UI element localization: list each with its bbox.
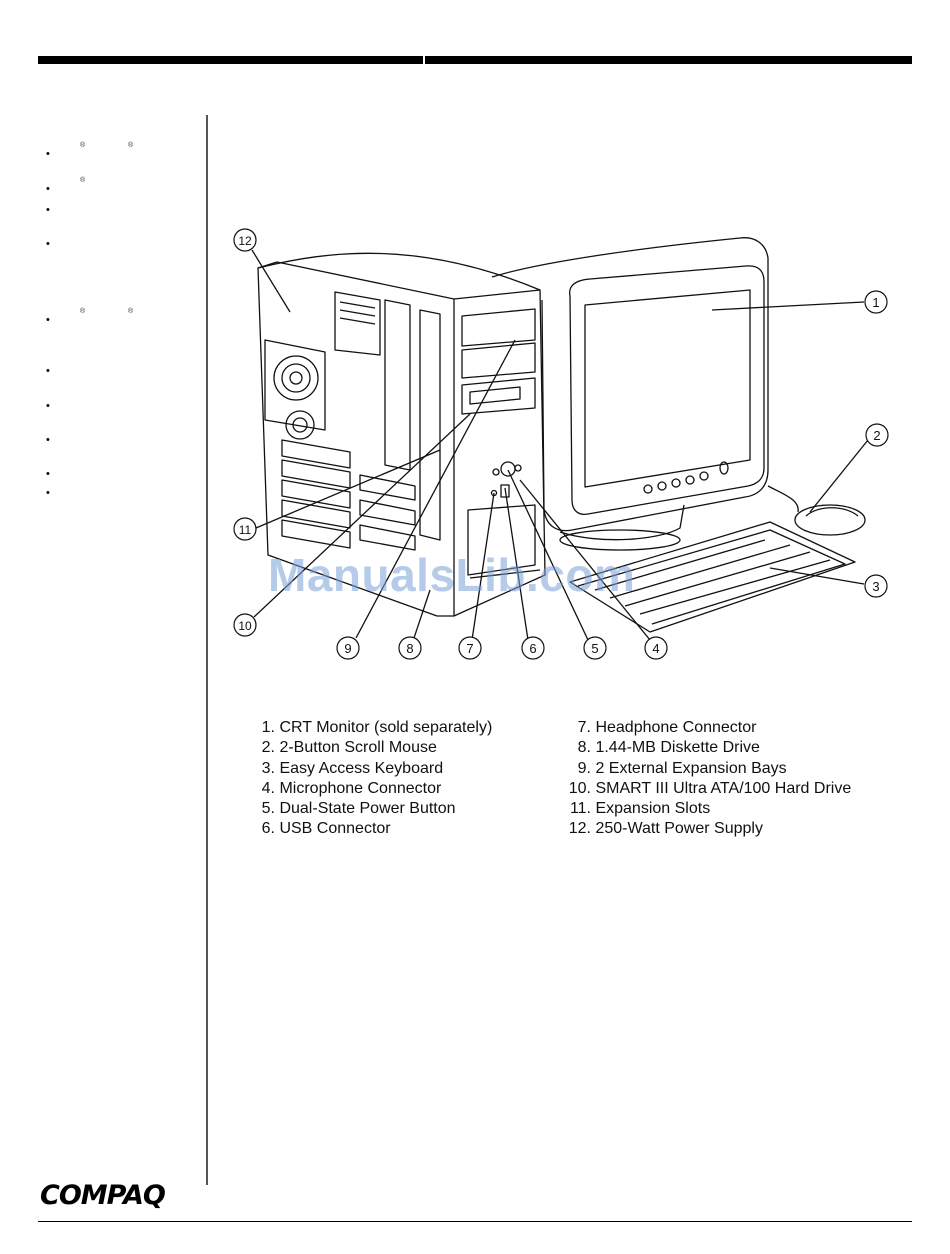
legend-number: 9. xyxy=(577,759,591,777)
callout-12: 12 xyxy=(238,234,252,248)
sidebar-bullet: • xyxy=(46,399,196,415)
legend-list-left: 1. CRT Monitor (sold separately) 2. 2-Bu… xyxy=(256,718,546,840)
registered-mark: ® xyxy=(80,177,86,184)
legend-label: Expansion Slots xyxy=(595,800,711,818)
legend-item: 7. Headphone Connector xyxy=(563,718,903,738)
sidebar-bullet: • ® xyxy=(46,177,196,198)
legend-number: 4. xyxy=(261,779,275,797)
callout-9: 9 xyxy=(344,641,351,656)
legend-item: 12. 250-Watt Power Supply xyxy=(563,819,903,839)
registered-mark: ® xyxy=(128,308,134,315)
legend-number: 2. xyxy=(261,739,275,757)
monitor-screen xyxy=(584,289,751,488)
sidebar-divider xyxy=(206,115,208,1185)
sidebar-bullet-list: • ® ® • ® • • • ® ® • • • • • xyxy=(46,0,196,520)
header-rule-notch xyxy=(423,56,425,64)
legend-label: CRT Monitor (sold separately) xyxy=(279,719,493,736)
mouse xyxy=(794,504,866,536)
sidebar-bullet: • xyxy=(46,433,196,449)
sidebar-bullet: • ® ® xyxy=(46,142,196,163)
bullet-dot-icon: • xyxy=(46,314,50,326)
bullet-dot-icon: • xyxy=(46,204,50,216)
legend-label: Easy Access Keyboard xyxy=(279,759,444,777)
legend-number: 8. xyxy=(577,739,591,757)
legend-item: 8. 1.44-MB Diskette Drive xyxy=(563,738,903,758)
legend-label: 250-Watt Power Supply xyxy=(595,820,763,838)
registered-mark: ® xyxy=(128,142,134,149)
registered-mark: ® xyxy=(80,142,86,149)
legend-number: 10. xyxy=(568,779,591,797)
legend-label: 2 External Expansion Bays xyxy=(595,759,787,777)
callout-8: 8 xyxy=(406,641,413,656)
legend-label: SMART III Ultra ATA/100 Hard Drive xyxy=(595,779,852,797)
legend-label: 1.44-MB Diskette Drive xyxy=(595,739,760,757)
header-rule xyxy=(38,56,912,64)
computer-system-illustration: 1 2 3 4 5 6 7 8 9 10 11 12 xyxy=(226,226,906,666)
registered-mark: ® xyxy=(80,308,86,315)
callout-1: 1 xyxy=(872,295,879,310)
sidebar-bullet: • xyxy=(46,237,196,253)
legend-label: Microphone Connector xyxy=(279,779,442,797)
legend-number: 1. xyxy=(261,719,275,736)
legend-item: 5. Dual-State Power Button xyxy=(256,799,546,819)
line-drawing: 1 2 3 4 5 6 7 8 9 10 11 12 xyxy=(233,228,889,660)
legend-item: 10. SMART III Ultra ATA/100 Hard Drive xyxy=(563,779,903,799)
bullet-dot-icon: • xyxy=(46,434,50,446)
callout-11: 11 xyxy=(239,523,252,537)
callout-7: 7 xyxy=(466,641,473,656)
callout-5: 5 xyxy=(591,641,598,656)
sidebar-bullet: • xyxy=(46,364,196,380)
legend-item: 11. Expansion Slots xyxy=(563,799,903,819)
callout-2: 2 xyxy=(873,428,880,443)
legend-label: Headphone Connector xyxy=(595,719,757,736)
legend-item: 3. Easy Access Keyboard xyxy=(256,759,546,779)
bullet-dot-icon: • xyxy=(46,400,50,412)
legend-item: 9. 2 External Expansion Bays xyxy=(563,759,903,779)
legend-number: 5. xyxy=(261,800,275,818)
legend-item: 2. 2-Button Scroll Mouse xyxy=(256,738,546,758)
legend-item: 6. USB Connector xyxy=(256,819,546,839)
bullet-dot-icon: • xyxy=(46,468,50,480)
legend-number: 11. xyxy=(569,800,591,818)
watermark: ManualsLib.com xyxy=(268,549,636,601)
legend-item: 4. Microphone Connector xyxy=(256,779,546,799)
callout-10: 10 xyxy=(238,619,252,633)
bullet-dot-icon: • xyxy=(46,487,50,499)
legend-list-right: 7. Headphone Connector 8. 1.44-MB Disket… xyxy=(563,718,903,840)
bullet-dot-icon: • xyxy=(46,183,50,195)
legend-number: 6. xyxy=(261,820,275,838)
callout-6: 6 xyxy=(529,641,536,656)
legend-number: 12. xyxy=(568,820,591,838)
sidebar-bullet: • xyxy=(46,486,196,502)
legend-label: 2-Button Scroll Mouse xyxy=(279,739,437,757)
legend-label: USB Connector xyxy=(279,820,391,838)
tower-front xyxy=(453,289,546,617)
sidebar-bullet: • xyxy=(46,467,196,483)
legend-number: 3. xyxy=(261,759,275,777)
monitor-body xyxy=(491,237,769,532)
bullet-dot-icon: • xyxy=(46,148,50,160)
sidebar-bullet: • ® ® xyxy=(46,308,196,329)
footer-rule xyxy=(38,1221,912,1222)
monitor-bezel xyxy=(569,265,765,516)
callout-4: 4 xyxy=(652,641,659,656)
callout-3: 3 xyxy=(872,579,879,594)
bullet-dot-icon: • xyxy=(46,238,50,250)
legend-label: Dual-State Power Button xyxy=(279,800,456,818)
legend-item: 1. CRT Monitor (sold separately) xyxy=(256,718,546,738)
sidebar-bullet: • xyxy=(46,203,196,219)
compaq-logo: COMPAQ xyxy=(40,1180,166,1211)
bullet-dot-icon: • xyxy=(46,365,50,377)
legend-number: 7. xyxy=(577,719,591,736)
keyboard xyxy=(569,521,856,633)
